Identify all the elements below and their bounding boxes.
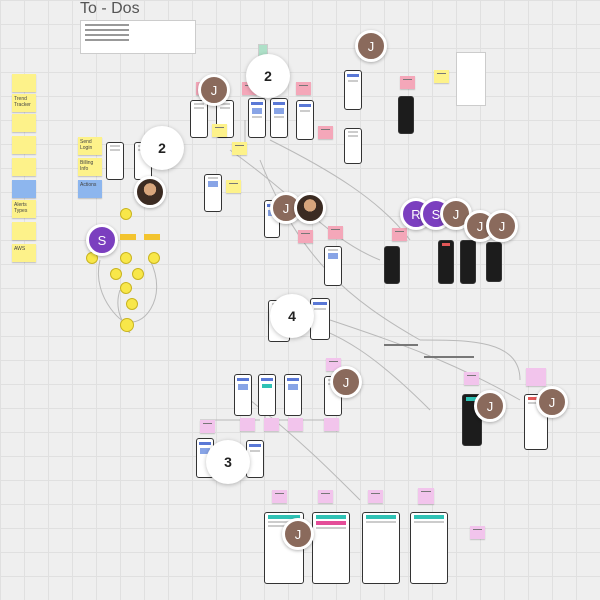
section-circle[interactable]: 3 [206,440,250,484]
flow-node[interactable] [132,268,144,280]
phone-frame[interactable] [362,512,400,584]
user-avatar[interactable]: J [486,210,518,242]
user-avatar[interactable]: S [86,224,118,256]
user-avatar[interactable] [294,192,326,224]
sticky-note[interactable] [470,526,485,539]
user-avatar[interactable]: J [536,386,568,418]
flow-node[interactable] [120,318,134,332]
sticky-note[interactable] [264,418,279,431]
flow-node[interactable] [120,282,132,294]
user-avatar[interactable]: J [282,518,314,550]
sticky-note[interactable] [318,126,333,139]
sticky-note[interactable] [296,82,311,95]
flow-node[interactable] [120,252,132,264]
phone-frame[interactable] [234,374,252,416]
phone-frame[interactable] [344,70,362,110]
left-sticky[interactable] [12,74,36,92]
phone-frame[interactable] [296,100,314,140]
flow-sticky[interactable]: Actions [78,180,102,198]
sticky-note[interactable] [200,420,215,433]
flow-sticky[interactable]: Billing Info [78,158,102,176]
document-frame[interactable] [456,52,486,106]
left-sticky[interactable] [12,180,36,198]
board-title: To - Dos [80,0,140,17]
left-sticky[interactable]: Alerts Types [12,200,36,218]
phone-frame-dark[interactable] [398,96,414,134]
user-avatar[interactable]: J [474,390,506,422]
sticky-note[interactable] [226,180,241,193]
sticky-note[interactable] [418,488,434,504]
left-sticky[interactable]: Trend Tracker [12,94,36,112]
flow-node[interactable] [110,268,122,280]
phone-frame[interactable] [258,374,276,416]
flow-node[interactable] [126,298,138,310]
phone-frame-dark[interactable] [438,240,454,284]
flow-node[interactable] [120,208,132,220]
section-circle[interactable]: 2 [140,126,184,170]
left-sticky[interactable] [12,136,36,154]
phone-frame[interactable] [324,246,342,286]
flow-box[interactable] [120,234,136,240]
phone-frame[interactable] [204,174,222,212]
sticky-note[interactable] [328,226,343,239]
sticky-note[interactable] [232,142,247,155]
sticky-note[interactable] [318,490,333,503]
phone-frame[interactable] [106,142,124,180]
flow-node[interactable] [148,252,160,264]
divider [424,356,474,358]
sticky-note[interactable] [464,372,479,385]
user-avatar[interactable]: J [330,366,362,398]
sticky-note[interactable] [212,124,227,137]
sticky-note[interactable] [434,70,449,83]
phone-frame[interactable] [312,512,350,584]
sticky-note[interactable] [368,490,383,503]
left-sticky[interactable] [12,158,36,176]
sticky-note[interactable] [324,418,339,431]
phone-frame[interactable] [190,100,208,138]
left-sticky[interactable] [12,222,36,240]
sticky-note[interactable] [392,228,407,241]
phone-frame-dark[interactable] [486,242,502,282]
phone-frame[interactable] [284,374,302,416]
user-avatar[interactable]: J [198,74,230,106]
left-sticky[interactable]: AWS [12,244,36,262]
user-avatar[interactable]: J [355,30,387,62]
phone-frame-dark[interactable] [384,246,400,284]
section-circle[interactable]: 4 [270,294,314,338]
phone-frame[interactable] [248,98,266,138]
sticky-note[interactable] [272,490,287,503]
user-avatar[interactable] [134,176,166,208]
phone-frame[interactable] [344,128,362,164]
divider [384,344,418,346]
left-sticky[interactable] [12,114,36,132]
phone-frame-dark[interactable] [460,240,476,284]
sticky-note[interactable] [298,230,313,243]
sticky-note[interactable] [400,76,415,89]
sticky-note[interactable] [526,368,546,386]
section-circle[interactable]: 2 [246,54,290,98]
sticky-note[interactable] [288,418,303,431]
flow-sticky[interactable]: Send Login [78,137,102,155]
phone-frame[interactable] [410,512,448,584]
phone-frame[interactable] [270,98,288,138]
sticky-note[interactable] [240,418,255,431]
flow-box[interactable] [144,234,160,240]
todo-list-card[interactable] [80,20,196,54]
